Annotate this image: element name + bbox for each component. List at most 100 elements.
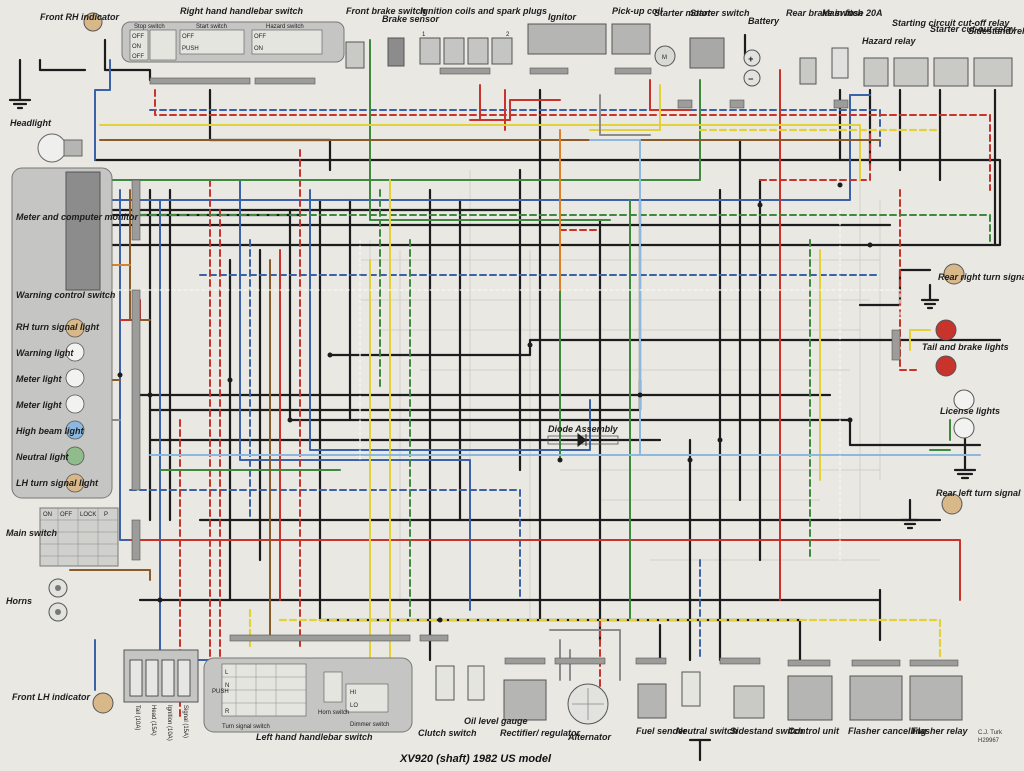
wire-yellow — [99, 84, 931, 701]
connector — [909, 659, 959, 667]
coil — [491, 37, 513, 65]
sidestand-switch-body — [733, 685, 765, 719]
hazard-relay-body — [863, 57, 889, 87]
dimmer-pos-2: LO — [350, 703, 358, 709]
wire-yellow-red — [248, 128, 942, 662]
horn-1-center — [55, 585, 61, 591]
wire-black-white — [99, 209, 901, 561]
coil-number-1: 1 — [422, 32, 426, 38]
credit-author: C.J. Turk — [978, 730, 1003, 736]
label-fuel-sender: Fuel sender — [636, 726, 687, 736]
connector — [419, 634, 449, 642]
connector — [131, 519, 141, 561]
fuse-ignition-label: Ignition (10A) — [166, 705, 172, 741]
label-tail-brake-lights: Tail and brake lights — [922, 342, 1009, 352]
connector — [729, 99, 745, 109]
label-alternator: Alternator — [567, 732, 612, 742]
junction — [637, 392, 643, 398]
label-neutral-switch: Neutral switch — [676, 726, 738, 736]
dimmer-pos-1: HI — [350, 690, 356, 696]
junction — [867, 242, 873, 248]
label-flasher-relay: Flasher relay — [912, 726, 969, 736]
label-license-lights: License lights — [940, 406, 1000, 416]
turn-switch-pos-3: PUSH — [212, 689, 229, 695]
turn-switch-pos-2: N — [225, 683, 229, 689]
front-brake-switch-body — [345, 41, 365, 69]
label-horn-switch: Horn switch — [318, 710, 349, 716]
fuse-signal-label: Signal (15A) — [182, 705, 188, 738]
label-main-fuse: Main fuse 20A — [822, 8, 883, 18]
connector — [719, 657, 761, 665]
label-neutral-light: Neutral light — [16, 452, 70, 462]
dimmer-switch-box — [345, 683, 389, 713]
turn-switch-pos-4: R — [225, 709, 230, 715]
diode-assembly-body — [547, 435, 619, 445]
label-front-lh-indicator: Front LH indicator — [12, 692, 90, 702]
wire-green-yellow — [139, 189, 991, 621]
label-main-switch: Main switch — [6, 528, 58, 538]
clutch-switch-body — [435, 665, 455, 701]
label-hazard-switch: Hazard switch — [266, 24, 304, 30]
label-warning-light: Warning light — [16, 348, 74, 358]
wire-light-blue — [149, 139, 981, 456]
label-turn-signal-switch: Turn signal switch — [222, 724, 270, 730]
ignition-coils-body — [419, 37, 513, 65]
meter-bulb-2 — [65, 394, 85, 414]
hazard-switch-pos-2: ON — [254, 46, 263, 52]
turn-switch-pos-1: L — [225, 670, 229, 676]
stop-switch-pos-3: OFF — [132, 54, 144, 60]
label-oil-level-gauge: Oil level gauge — [464, 716, 528, 726]
high-beam-bulb — [65, 420, 85, 440]
fuel-sender-body — [637, 683, 667, 719]
fuses — [129, 659, 191, 697]
connector — [131, 179, 141, 241]
fuse-signal — [177, 659, 191, 697]
battery-plus: + — [748, 54, 754, 64]
label-warning-control-switch: Warning control switch — [16, 290, 116, 300]
meter-module — [65, 171, 101, 291]
tail-light-bulb-2 — [935, 355, 957, 377]
label-rh-turn-signal-light: RH turn signal light — [16, 322, 100, 332]
wire-blue-white — [129, 109, 881, 661]
fuse-ignition — [161, 659, 175, 697]
label-sidestand-relay: Sidestand relay — [968, 26, 1024, 36]
label-left-handlebar-switch: Left hand handlebar switch — [256, 732, 373, 742]
oil-level-gauge-body — [467, 665, 485, 701]
label-high-beam-light: High beam light — [16, 426, 85, 436]
main-switch-grid — [40, 508, 118, 566]
junction — [227, 377, 233, 383]
label-ignition-coils: Ignition coils and spark plugs — [420, 6, 547, 16]
label-sidestand-switch: Sidestand switch — [730, 726, 804, 736]
stop-switch-pos-1: OFF — [132, 34, 144, 40]
label-front-brake-switch: Front brake switch — [346, 6, 427, 16]
rear-right-turn-bulb — [943, 263, 965, 285]
license-bulb-2 — [953, 417, 975, 439]
label-start-switch: Start switch — [196, 24, 227, 30]
connector — [891, 329, 901, 361]
connector — [254, 77, 316, 85]
hazard-switch-box — [251, 29, 323, 55]
main-switch-pos-3: LOCK — [80, 512, 96, 518]
junction — [757, 202, 763, 208]
label-horns: Horns — [6, 596, 32, 606]
horn-switch-box — [323, 671, 343, 703]
starter-cutout-relay-body — [933, 57, 969, 87]
label-meter-monitor: Meter and computer monitor — [16, 212, 139, 222]
connector — [554, 657, 606, 665]
junction — [327, 352, 333, 358]
neutral-bulb — [65, 446, 85, 466]
start-switch-pos-2: PUSH — [182, 46, 199, 52]
panel-bulbs — [65, 318, 85, 493]
stop-switch-pos-2: ON — [132, 44, 141, 50]
junction — [837, 182, 843, 188]
relays — [863, 57, 1013, 87]
wire-red — [119, 69, 961, 601]
connector — [149, 77, 251, 85]
hazard-switch-pos-1: OFF — [254, 34, 266, 40]
main-switch-panel — [39, 507, 119, 567]
wire-harness — [8, 33, 1002, 762]
rear-left-turn-bulb — [941, 493, 963, 515]
junction — [117, 372, 123, 378]
main-fuse-body — [831, 47, 849, 79]
